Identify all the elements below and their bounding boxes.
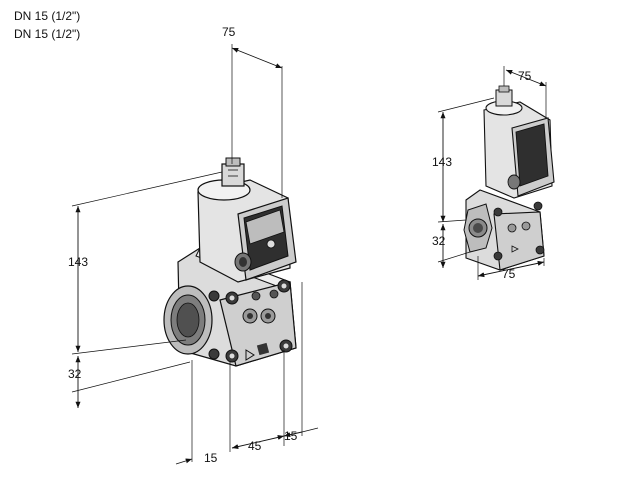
small-dim-top: 75 [503,66,547,118]
header-label-1: DN 15 (1/2") [14,9,81,23]
small-dim-offset: 32 [432,224,471,268]
large-dim-height: 143 [68,171,223,355]
small-valve-solenoid [483,85,555,199]
small-dim-top-label: 75 [518,69,532,83]
small-dim-offset-label: 32 [432,234,446,248]
large-dim-height-label: 143 [68,255,88,269]
small-dim-height: 143 [432,97,495,223]
small-valve-view: 75 143 32 75 [432,66,555,281]
small-dim-height-label: 143 [432,155,452,169]
small-dim-bottom-label: 75 [502,267,516,281]
small-valve-body [463,189,545,271]
large-dim-bottom-a-label: 15 [204,451,218,465]
large-dim-offset-label: 32 [68,367,82,381]
large-dim-top-label: 75 [222,25,236,39]
large-dim-top: 75 [222,25,283,198]
large-dim-bottom-b-label: 45 [248,439,262,453]
large-valve-view: 75 143 32 15 45 15 [68,25,319,465]
header-label-2: DN 15 (1/2") [14,27,81,41]
small-dim-bottom: 75 [477,256,545,281]
large-dim-bottom-c-label: 15 [284,429,298,443]
large-dim-bottom: 15 45 15 [175,282,319,465]
large-dim-offset: 32 [68,356,191,408]
large-valve-solenoid [197,157,297,283]
